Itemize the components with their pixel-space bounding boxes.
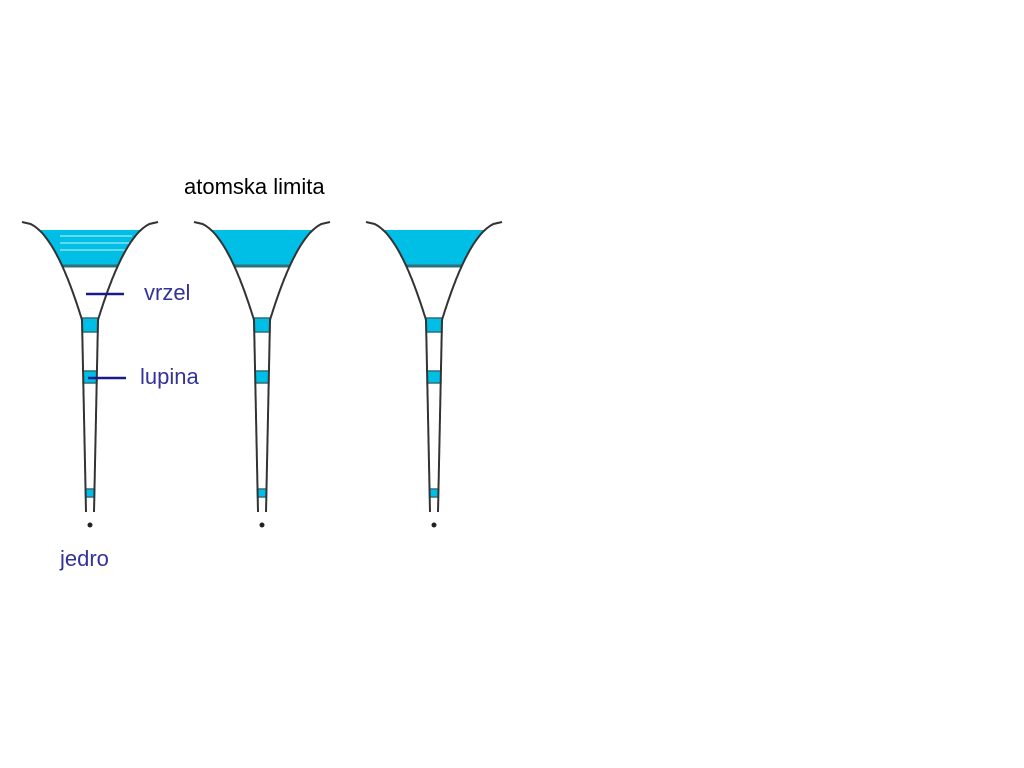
- potential-well-3-outer-band: [383, 230, 485, 266]
- potential-well-2-left-wall: [193, 221, 259, 512]
- label-nucleus: jedro: [60, 546, 109, 571]
- potential-well-3-right-wall: [437, 221, 503, 512]
- label-shell: lupina: [140, 364, 199, 389]
- potential-well-2-shell-2: [254, 370, 270, 384]
- potential-well-2-shell-1: [253, 317, 271, 333]
- potential-well-1-nucleus-dot: [87, 522, 93, 528]
- label-gap: vrzel: [144, 280, 191, 305]
- wells-group: [21, 221, 503, 528]
- potential-well-3-nucleus-dot: [431, 522, 437, 528]
- potential-well-3-shell-3: [428, 488, 440, 498]
- potential-well-1-shell-1: [81, 317, 99, 333]
- potential-well-1-shell-3: [84, 488, 96, 498]
- potential-well-3-shell-1: [425, 317, 443, 333]
- potential-well-1-left-wall: [21, 221, 87, 512]
- potential-well-2-shell-3: [256, 488, 268, 498]
- potential-well-2-right-wall: [265, 221, 331, 512]
- potential-well-2-nucleus-dot: [259, 522, 265, 528]
- potential-well-3-left-wall: [365, 221, 431, 512]
- potential-well-1-outer-band: [39, 230, 141, 266]
- potential-well-3-shell-2: [426, 370, 442, 384]
- potential-well-1-right-wall: [93, 221, 159, 512]
- diagram-title: atomska limita: [184, 174, 325, 199]
- potential-well-2-outer-band: [211, 230, 313, 266]
